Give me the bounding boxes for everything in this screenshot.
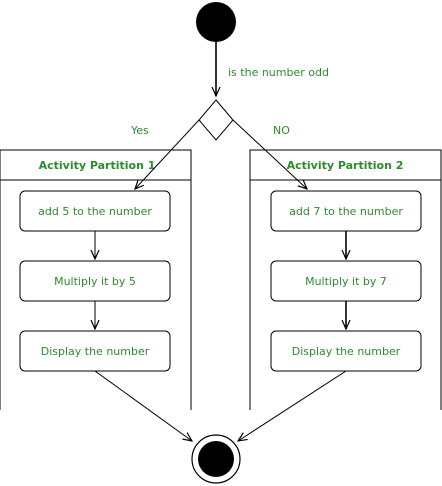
activity-p2-3-label: Display the number (292, 345, 401, 358)
partition-1: Activity Partition 1 (0, 149, 192, 410)
guard-no: NO (273, 124, 290, 137)
partition-1-title: Activity Partition 1 (39, 159, 156, 172)
partition-2-title: Activity Partition 2 (287, 159, 404, 172)
activity-p2-1-label: add 7 to the number (289, 205, 403, 218)
flow-p1-to-final (94, 370, 192, 441)
decision-node (198, 99, 234, 141)
flow-p2-to-final (238, 370, 347, 441)
flow-yes (135, 119, 200, 189)
initial-node (196, 2, 236, 42)
partition-2: Activity Partition 2 (249, 149, 442, 410)
decision-question: is the number odd (228, 66, 329, 79)
activity-p1-1-label: add 5 to the number (38, 205, 152, 218)
activity-p2-2-label: Multiply it by 7 (305, 275, 387, 288)
activity-p1-2-label: Multiply it by 5 (54, 275, 136, 288)
activity-p1-3-label: Display the number (41, 345, 150, 358)
guard-yes: Yes (130, 124, 149, 137)
final-node (191, 434, 241, 484)
flow-no (232, 119, 307, 189)
